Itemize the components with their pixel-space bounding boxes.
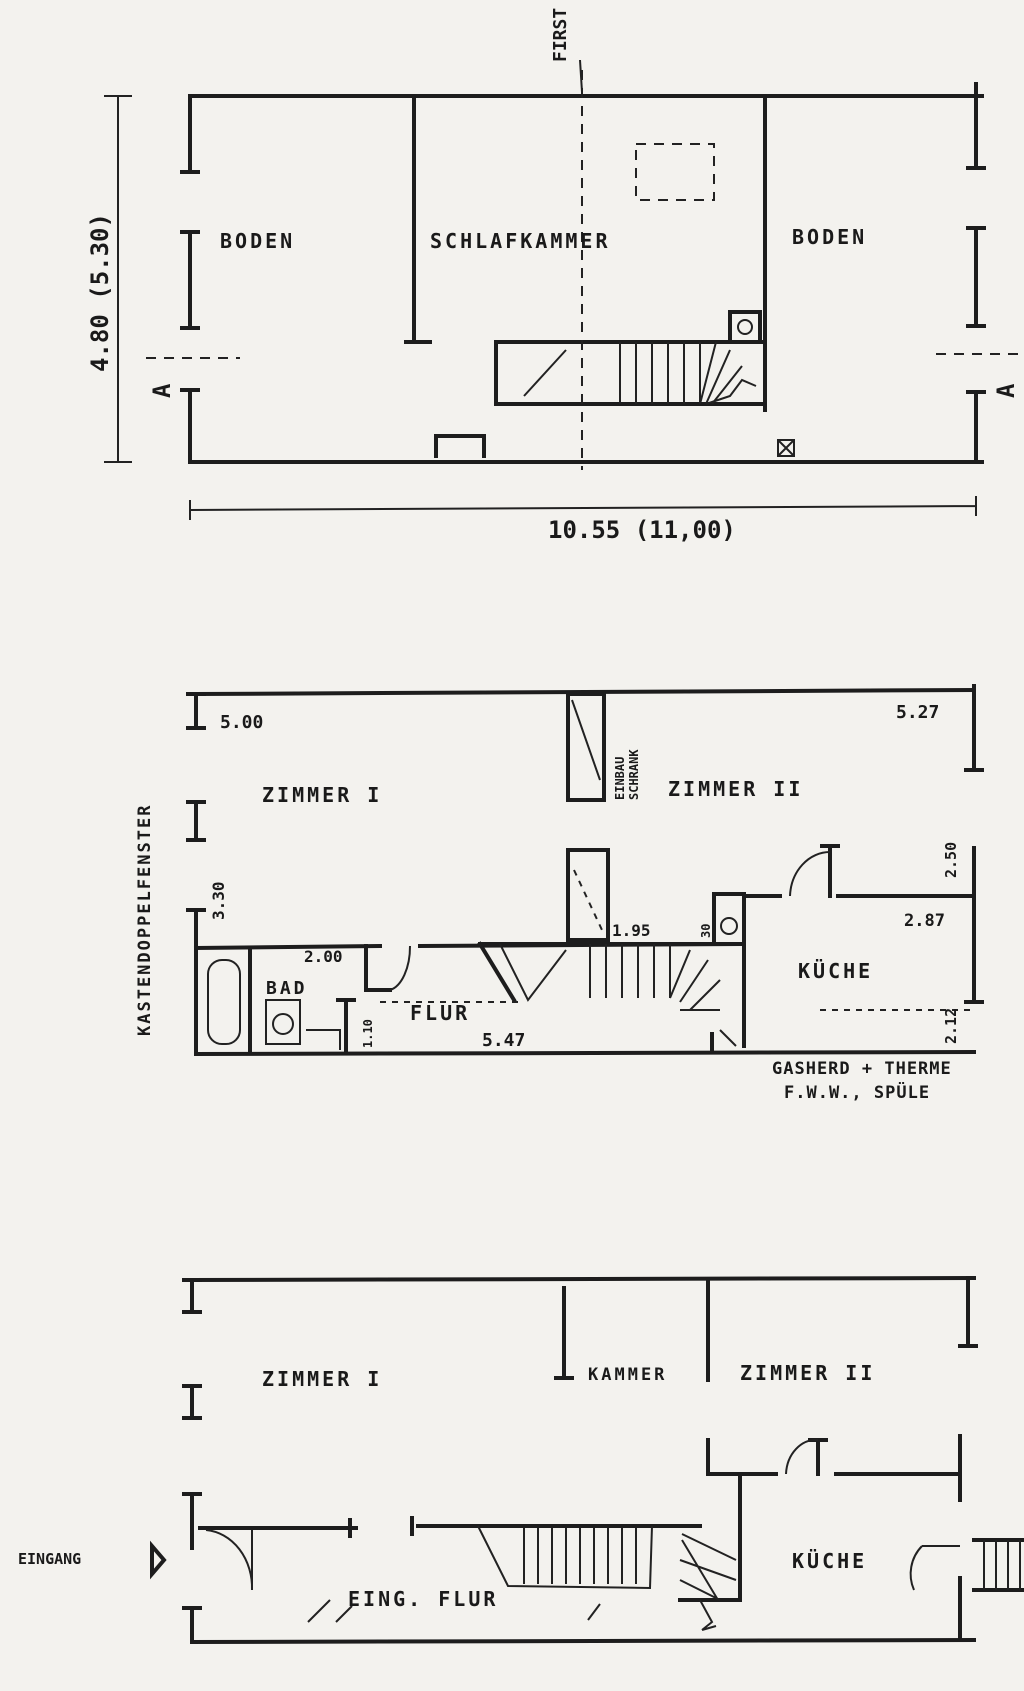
dim-1-10: 1.10 bbox=[361, 1019, 375, 1048]
einbau-label-1: EINBAU bbox=[613, 757, 627, 800]
section-marker-left: A bbox=[148, 383, 176, 398]
height-dimension: 4.80 (5.30) bbox=[86, 213, 114, 372]
dim-2-00: 2.00 bbox=[304, 947, 343, 966]
room-label-flur-upper: FLUR bbox=[410, 1001, 470, 1025]
dim-2-12: 2.12 bbox=[942, 1008, 960, 1044]
attic-plan bbox=[104, 59, 1024, 520]
dim-2-87: 2.87 bbox=[904, 911, 945, 931]
room-label-boden-right: BODEN bbox=[792, 225, 867, 249]
label-eingang: EINGANG bbox=[18, 1550, 81, 1568]
ground-floor-plan bbox=[150, 1275, 1024, 1645]
width-dimension: 10.55 (11,00) bbox=[548, 516, 736, 544]
room-label-zimmer-1-upper: ZIMMER I bbox=[262, 783, 382, 807]
room-label-eing-flur: EING. FLUR bbox=[348, 1587, 498, 1611]
kitchen-note-line-2: F.W.W., SPÜLE bbox=[784, 1081, 930, 1103]
room-label-kammer: KAMMER bbox=[588, 1365, 667, 1385]
section-marker-right: A bbox=[992, 383, 1020, 398]
dim-30: 30 bbox=[699, 924, 713, 938]
dim-5-00: 5.00 bbox=[220, 712, 263, 733]
einbau-label-2: SCHRANK bbox=[627, 749, 641, 800]
room-label-zimmer-2-upper: ZIMMER II bbox=[668, 777, 803, 801]
dim-3-30: 3.30 bbox=[209, 881, 228, 920]
room-label-bad: BAD bbox=[266, 978, 308, 999]
dim-5-47: 5.47 bbox=[482, 1030, 525, 1051]
dim-5-27: 5.27 bbox=[896, 702, 939, 723]
dim-1-95: 1.95 bbox=[612, 921, 651, 940]
kitchen-note-line-1: GASHERD + THERME bbox=[772, 1059, 952, 1079]
room-label-zimmer-2-ground: ZIMMER II bbox=[740, 1361, 875, 1385]
side-note-kastendoppelfenster: KASTENDOPPELFENSTER bbox=[135, 804, 155, 1036]
room-label-zimmer-1-ground: ZIMMER I bbox=[262, 1367, 382, 1391]
room-label-kueche-ground: KÜCHE bbox=[792, 1549, 867, 1573]
room-label-schlafkammer: SCHLAFKAMMER bbox=[430, 229, 611, 253]
dim-2-50: 2.50 bbox=[942, 842, 960, 878]
upper-floor-plan bbox=[186, 684, 984, 1057]
room-label-kueche-upper: KÜCHE bbox=[798, 959, 873, 983]
ridge-label: FIRST bbox=[550, 8, 571, 62]
room-label-boden-left: BODEN bbox=[220, 229, 295, 253]
